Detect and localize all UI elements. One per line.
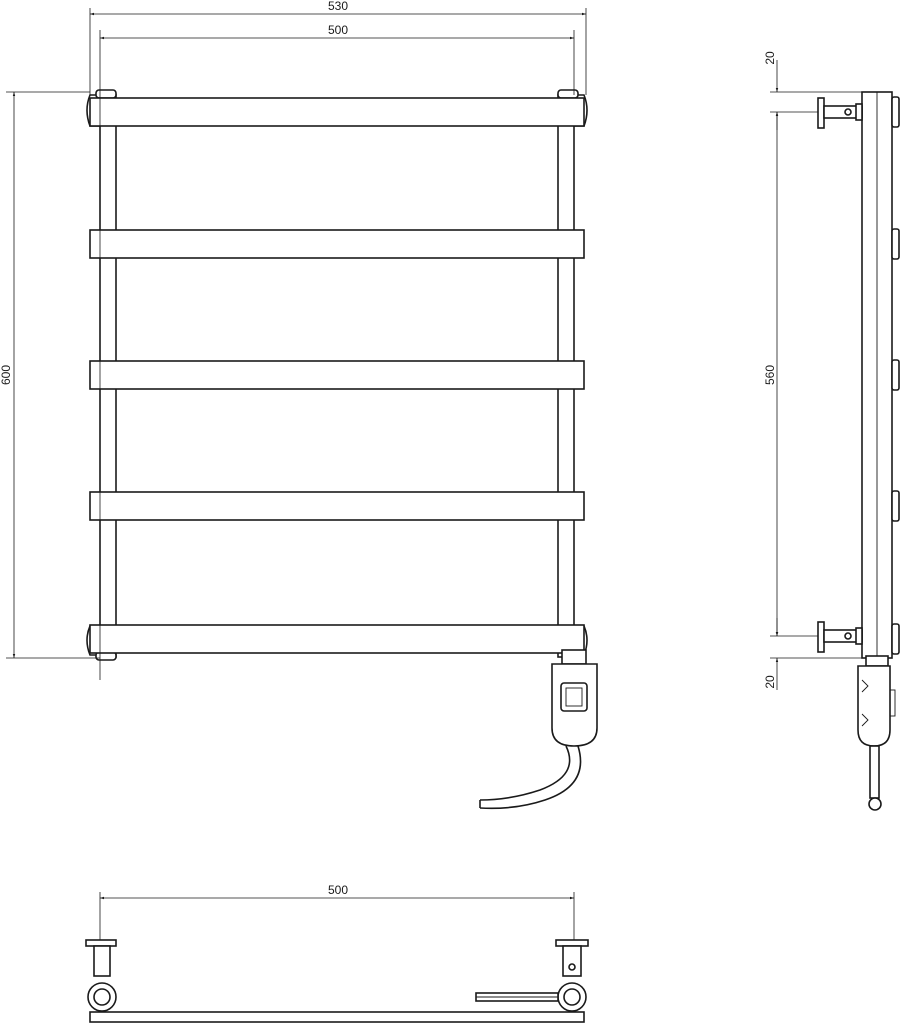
- dim-label-530: 530: [328, 0, 348, 13]
- bar-3: [89, 360, 585, 390]
- side-view: 20 560 20: [763, 51, 900, 811]
- bar-2: [89, 229, 585, 259]
- dim-label-side-top-20: 20: [763, 51, 777, 65]
- bar-1: [89, 97, 585, 127]
- dim-label-500: 500: [328, 23, 348, 37]
- bar-4: [89, 491, 585, 521]
- heater-controller: [479, 649, 598, 810]
- side-heater: [857, 655, 896, 811]
- bar-5: [89, 624, 585, 654]
- dim-label-600: 600: [0, 365, 13, 385]
- side-bottom-mount: [817, 621, 863, 653]
- dim-label-560: 560: [763, 365, 777, 385]
- towel-bars: [89, 97, 585, 654]
- side-top-mount: [817, 97, 863, 129]
- bottom-view: 500: [85, 883, 589, 1023]
- dim-label-side-bottom-20: 20: [763, 675, 777, 689]
- front-view: 530 500 600: [0, 0, 598, 810]
- dim-label-bottom-500: 500: [328, 883, 348, 897]
